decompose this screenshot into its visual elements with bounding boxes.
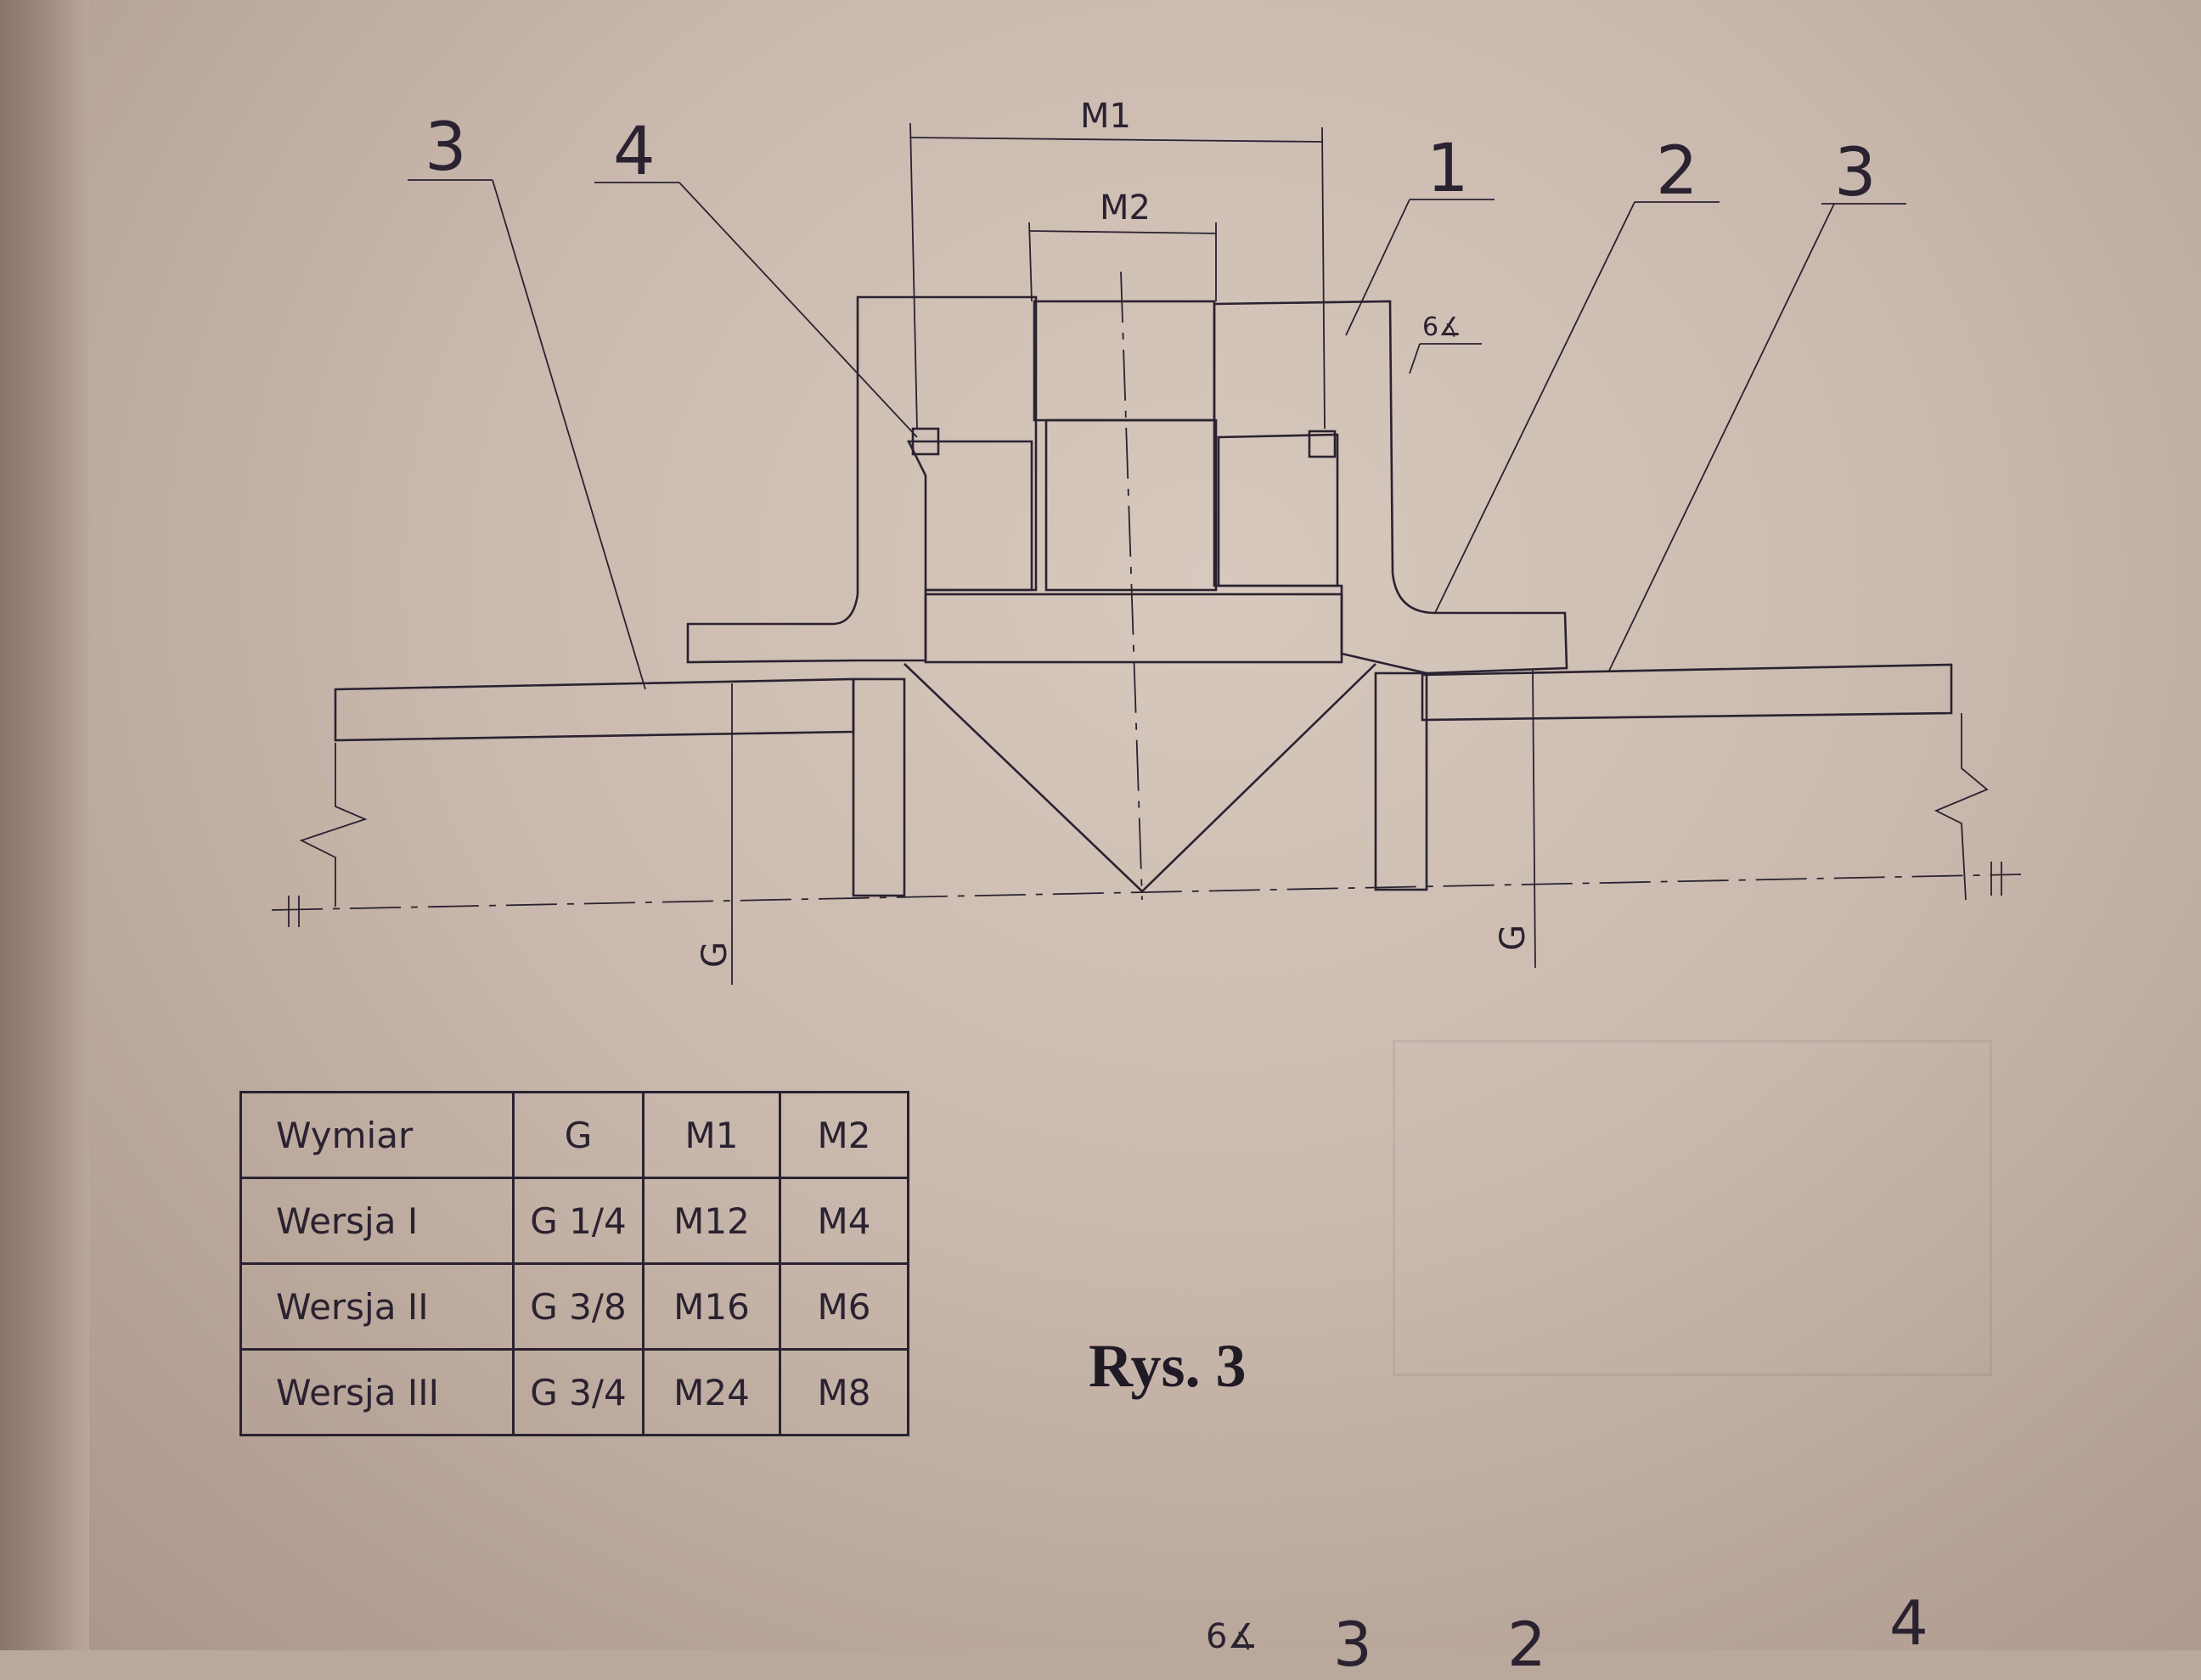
leader-3-left [492,179,646,690]
inner-nut-right [1217,433,1339,587]
part-number-2: 2 [1656,133,1698,210]
table-cell: M6 [779,1262,909,1351]
table-cell: G 3/4 [512,1348,645,1436]
table-header-cell: Wymiar [239,1091,515,1179]
part-number-4: 4 [613,114,656,190]
body-right-half [1213,300,1568,675]
table-cell: M24 [642,1348,781,1436]
right-pipe-wall [1421,663,1953,722]
bottom-fragment-2: 2 [1507,1609,1546,1680]
angle-label: 6∡ [1422,312,1461,342]
left-pipe-wall [334,677,855,742]
m1-dim-line [909,137,1323,143]
leader-4 [678,182,918,438]
horizontal-axis [271,874,2022,911]
table-cell: Wersja III [239,1348,515,1436]
seal-left [911,427,940,456]
seal-right [1308,430,1337,458]
g-right-line [1532,670,1536,969]
book-binding-shadow [0,0,89,1650]
table-cell: G 1/4 [512,1177,645,1265]
inner-nut-left [906,440,1033,592]
g-left-label: G [695,941,735,968]
table-cell: M12 [642,1177,781,1265]
table-cell: M4 [779,1177,909,1265]
table-cell: M16 [642,1262,781,1351]
m2-label: M2 [1100,188,1151,228]
table-cell: G 3/8 [512,1262,645,1351]
body-left-half [686,295,1038,664]
part-number-1: 1 [1427,131,1469,207]
table-row: Wersja III G 3/4 M24 M8 [239,1348,909,1436]
m1-ext-left [909,122,918,430]
table-cell: Wersja I [239,1177,515,1265]
table-row: Wersja II G 3/8 M16 M6 [239,1262,909,1351]
m2-ext-left [1028,222,1033,302]
bottom-fragment-4: 4 [1889,1587,1928,1659]
table-cell: Wersja II [239,1262,515,1351]
vertical-axis [1120,271,1143,901]
table-header-cell: M1 [642,1091,781,1179]
leader-1 [1345,199,1410,336]
m1-ext-right [1321,126,1326,430]
leader-2 [1434,201,1635,614]
central-bore [1044,419,1218,592]
dimension-table: Wymiar G M1 M2 Wersja I G 1/4 M12 M4 Wer… [239,1091,909,1436]
bottom-fragment-angle: 6∡ [1206,1617,1258,1656]
cone [903,663,1376,893]
g-right-label: G [1494,924,1533,951]
table-header-cell: M2 [779,1091,909,1179]
left-break-mark [299,743,368,907]
m2-dim-line [1028,230,1217,234]
bleed-through-table [1393,1040,1992,1376]
leader-3-right [1608,203,1835,671]
angle-leader [1409,343,1421,374]
table-header-cell: G [512,1091,645,1179]
table-header-row: Wymiar G M1 M2 [239,1091,909,1179]
left-sleeve [852,677,906,897]
right-break-mark [1934,713,1989,901]
part-number-3-left: 3 [425,110,467,186]
table-cell: M8 [779,1348,909,1436]
right-sleeve [1374,671,1428,891]
m1-label: M1 [1080,97,1131,136]
table-row: Wersja I G 1/4 M12 M4 [239,1177,909,1265]
figure-caption: Rys. 3 [1089,1332,1247,1400]
bottom-fragment-3: 3 [1333,1609,1372,1680]
part-number-3-right: 3 [1834,135,1877,211]
